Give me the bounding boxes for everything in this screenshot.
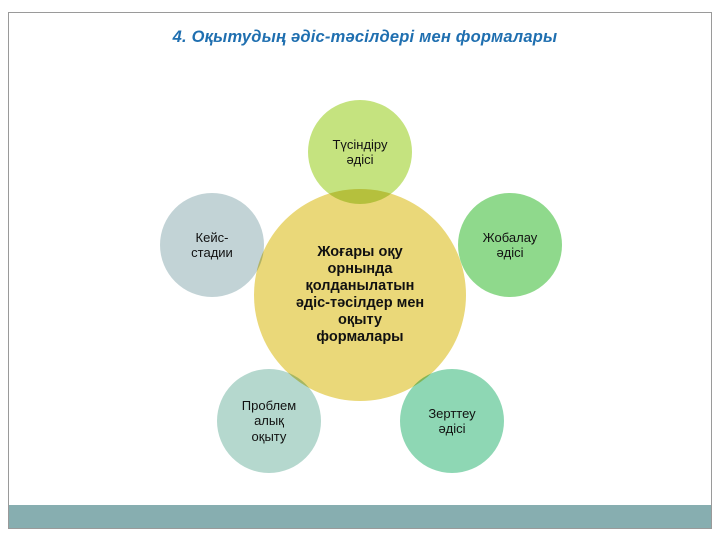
footer-accent-band: [9, 505, 711, 528]
diagram-center-circle[interactable]: Жоғары оқу орнында қолданылатын әдіс-тәс…: [254, 189, 466, 401]
diagram-center-label: Жоғары оқу орнында қолданылатын әдіс-тәс…: [295, 244, 425, 345]
diagram-petal-bottom-right[interactable]: Зерттеу әдісі: [400, 369, 504, 473]
diagram-petal-right-label: Жобалау әдісі: [482, 229, 538, 260]
diagram-petal-top-label: Түсіндіру әдісі: [332, 136, 388, 167]
diagram-petal-bottom-left-label: Проблем алық оқыту: [241, 398, 297, 444]
diagram-petal-bottom-left[interactable]: Проблем алық оқыту: [217, 369, 321, 473]
radial-diagram: Жоғары оқу орнында қолданылатын әдіс-тәс…: [160, 100, 562, 473]
diagram-petal-top[interactable]: Түсіндіру әдісі: [308, 100, 412, 204]
page-title: 4. Оқытудың әдіс-тәсілдері мен формалары: [172, 28, 558, 46]
diagram-petal-left[interactable]: Кейс- стадии: [160, 193, 264, 297]
diagram-petal-left-label: Кейс- стадии: [191, 229, 233, 260]
diagram-petal-right[interactable]: Жобалау әдісі: [458, 193, 562, 297]
diagram-petal-bottom-right-label: Зерттеу әдісі: [428, 405, 476, 436]
